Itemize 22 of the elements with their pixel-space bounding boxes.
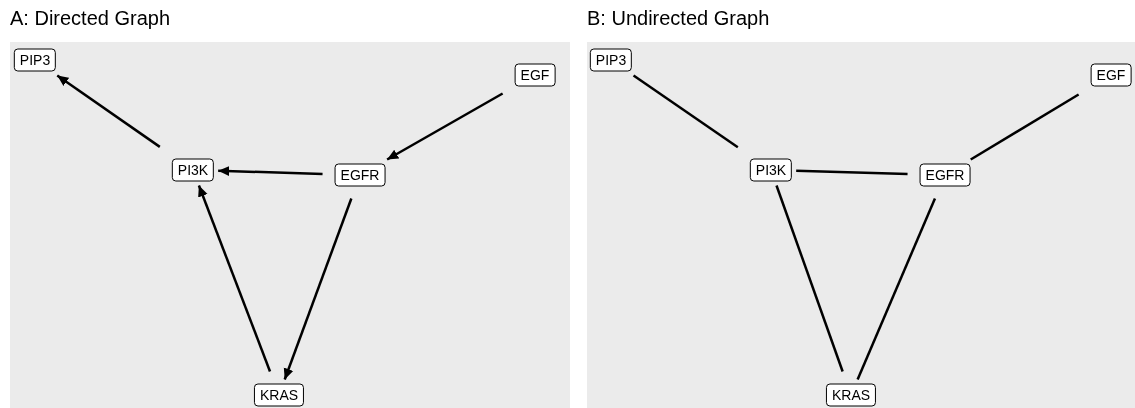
connector-line: [632, 74, 739, 149]
gene-node: EGFR: [919, 163, 971, 187]
gene-node: PI3K: [171, 158, 215, 182]
connector-line: [796, 169, 908, 176]
gene-node: KRAS: [825, 383, 877, 407]
arrow: [386, 92, 504, 161]
arrow: [283, 198, 353, 380]
gene-node: PI3K: [749, 158, 793, 182]
arrow: [218, 166, 323, 177]
gene-node: PIP3: [589, 48, 633, 72]
gene-node: PIP3: [13, 48, 57, 72]
connector-line: [970, 93, 1080, 161]
gene-node: EGFR: [334, 163, 386, 187]
arrow: [56, 74, 161, 148]
panel-title: B: Undirected Graph: [587, 6, 770, 30]
connector-line: [856, 198, 937, 380]
panel-title: A: Directed Graph: [10, 6, 171, 30]
gene-node: EGF: [514, 63, 556, 87]
gene-node: KRAS: [253, 383, 305, 407]
connector-line: [775, 185, 844, 372]
gene-node: EGF: [1090, 63, 1132, 87]
arrow: [197, 185, 272, 372]
